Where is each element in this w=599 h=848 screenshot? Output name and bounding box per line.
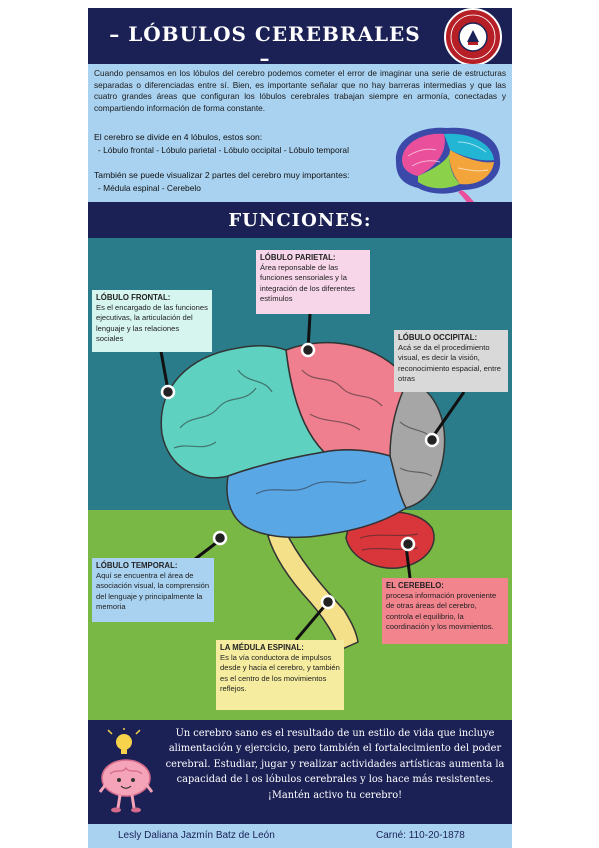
credits-bar: Lesly Daliana Jazmín Batz de León Carné:… (88, 824, 512, 848)
cerebellum-pointer-dot (400, 536, 416, 552)
brain-diagram (158, 313, 466, 652)
author-name: Lesly Daliana Jazmín Batz de León (118, 830, 275, 841)
frontal-lobe-title: LÓBULO FRONTAL: (96, 293, 171, 302)
lobes-list: - Lóbulo frontal - Lóbulo parietal - Lób… (98, 145, 349, 155)
functions-title: FUNCIONES: (228, 210, 372, 231)
spinal-cord-shape (267, 526, 359, 652)
cerebellum-box: EL CEREBELO: procesa información proveni… (382, 578, 508, 644)
cerebellum-title: EL CEREBELO: (386, 581, 444, 590)
medula-title: LA MÉDULA ESPINAL: (220, 643, 304, 652)
page-title: – LÓBULOS CEREBRALES – (109, 22, 421, 70)
footer-banner: Un cerebro sano es el resultado de un es… (88, 720, 512, 824)
frontal-lobe-box: LÓBULO FRONTAL: Es el encargado de las f… (92, 290, 212, 352)
infographic-poster: – LÓBULOS CEREBRALES – Cuando pensamos e… (88, 0, 512, 848)
temporal-lobe-box: LÓBULO TEMPORAL: Aquí se encuentra el ár… (92, 558, 214, 622)
medula-pointer-dot (320, 594, 336, 610)
university-seal-logo (444, 8, 502, 66)
frontal-lobe-shape (160, 345, 326, 479)
footer-message: Un cerebro sano es el resultado de un es… (165, 728, 505, 801)
occipital-lobe-box: LÓBULO OCCIPITAL: Acá se da el procedimi… (394, 330, 508, 392)
colorful-brain-illustration (395, 127, 501, 204)
intro-paragraph: Cuando pensamos en los lóbulos del cereb… (94, 68, 506, 113)
frontal-pointer-dot (160, 384, 176, 400)
seal-ring-icon (450, 14, 496, 60)
parietal-lobe-box: LÓBULO PARIETAL: Área reponsable de las … (256, 250, 370, 314)
header-banner: – LÓBULOS CEREBRALES – (88, 8, 512, 70)
occipital-lobe-text: Acá se da el procedimiento visual, es de… (398, 343, 501, 383)
cerebellum-text: procesa información proveniente de otras… (386, 591, 497, 631)
frontal-lobe-text: Es el encargado de las funciones ejecuti… (96, 303, 208, 343)
lobes-heading: El cerebro se divide en 4 lóbulos, estos… (94, 132, 263, 142)
temporal-pointer-dot (212, 530, 228, 546)
medula-box: LA MÉDULA ESPINAL: Es la vía conductora … (216, 640, 344, 710)
occipital-pointer-dot (424, 432, 440, 448)
parts-heading: También se puede visualizar 2 partes del… (94, 170, 350, 180)
temporal-lobe-text: Aquí se encuentra el área de asociación … (96, 571, 210, 611)
intro-section: Cuando pensamos en los lóbulos del cereb… (88, 64, 512, 204)
parietal-lobe-title: LÓBULO PARIETAL: (260, 253, 336, 262)
temporal-lobe-title: LÓBULO TEMPORAL: (96, 561, 178, 570)
occipital-lobe-title: LÓBULO OCCIPITAL: (398, 333, 478, 342)
medula-text: Es la vía conductora de impulsos desde y… (220, 653, 340, 693)
functions-banner: FUNCIONES: (88, 202, 512, 238)
parts-list: - Médula espinal - Cerebelo (98, 183, 201, 193)
student-id: Carné: 110-20-1878 (376, 830, 465, 841)
parietal-lobe-text: Área reponsable de las funciones sensori… (260, 263, 355, 303)
parietal-pointer-dot (300, 342, 316, 358)
happy-brain-icon (98, 728, 154, 813)
temporal-lobe-shape (226, 449, 407, 539)
